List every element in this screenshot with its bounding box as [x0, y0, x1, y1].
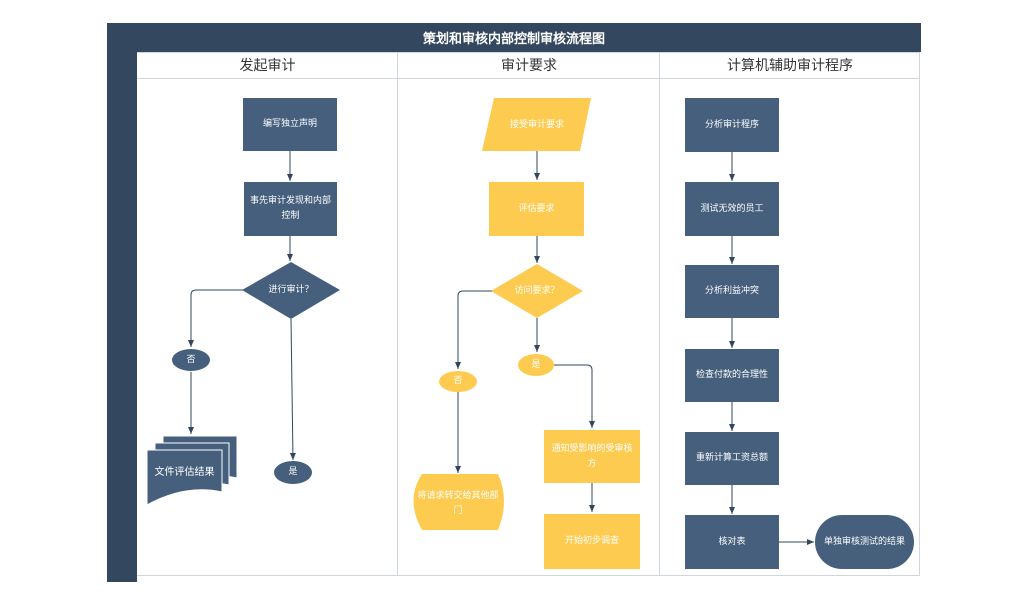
node-test-invalid-employees[interactable]: 测试无效的员工	[685, 182, 779, 236]
node-check-payments[interactable]: 检查付款的合理性	[685, 349, 779, 402]
node-forward-request[interactable]: 将请求转交给其他部门	[417, 491, 499, 516]
document-stack-shape	[146, 435, 238, 506]
node-document-results[interactable]: 文件评估结果	[154, 466, 215, 478]
node-checklist[interactable]: 核对表	[685, 515, 779, 569]
decision-diamond	[242, 262, 340, 319]
node-receive-request[interactable]: 接受审计要求	[509, 119, 564, 130]
node-recalculate-payroll[interactable]: 重新计算工资总额	[685, 432, 779, 485]
lane-header-caat: 计算机辅助审计程序	[660, 52, 920, 79]
node-prior-findings[interactable]: 事先审计发现和内部控制	[244, 182, 337, 236]
node-analyze-conflicts[interactable]: 分析利益冲突	[685, 265, 779, 318]
terminal-shape	[413, 474, 504, 530]
node-evaluate-request[interactable]: 评估要求	[489, 182, 584, 236]
node-test-results[interactable]: 单独审核测试的结果	[815, 515, 914, 569]
parallelogram-shape	[482, 98, 591, 151]
decision-label-access-request[interactable]: 访问要求？	[514, 285, 560, 296]
branch-yes-label: 是	[518, 354, 554, 376]
swimlane-frame	[137, 52, 920, 576]
node-analyze-procedures[interactable]: 分析审计程序	[685, 98, 779, 152]
branch-no-label: 否	[439, 371, 477, 392]
lane-header-requirements: 审计要求	[398, 52, 660, 79]
node-notify-auditee[interactable]: 通知受影响的受审核方	[544, 430, 640, 483]
lane-divider	[397, 52, 398, 576]
chart-title: 策划和审核内部控制审核流程图	[107, 23, 921, 52]
lane-header-initiate: 发起审计	[137, 52, 398, 79]
branch-no-label: 否	[172, 349, 210, 371]
side-bar	[107, 52, 137, 582]
branch-yes-label: 是	[274, 461, 312, 484]
decision-label-conduct-audit[interactable]: 进行审计？	[268, 284, 314, 295]
node-write-statement[interactable]: 编写独立声明	[243, 98, 337, 151]
node-start-investigation[interactable]: 开始初步调查	[544, 514, 640, 569]
decision-diamond	[491, 264, 583, 318]
lane-divider	[659, 52, 660, 576]
